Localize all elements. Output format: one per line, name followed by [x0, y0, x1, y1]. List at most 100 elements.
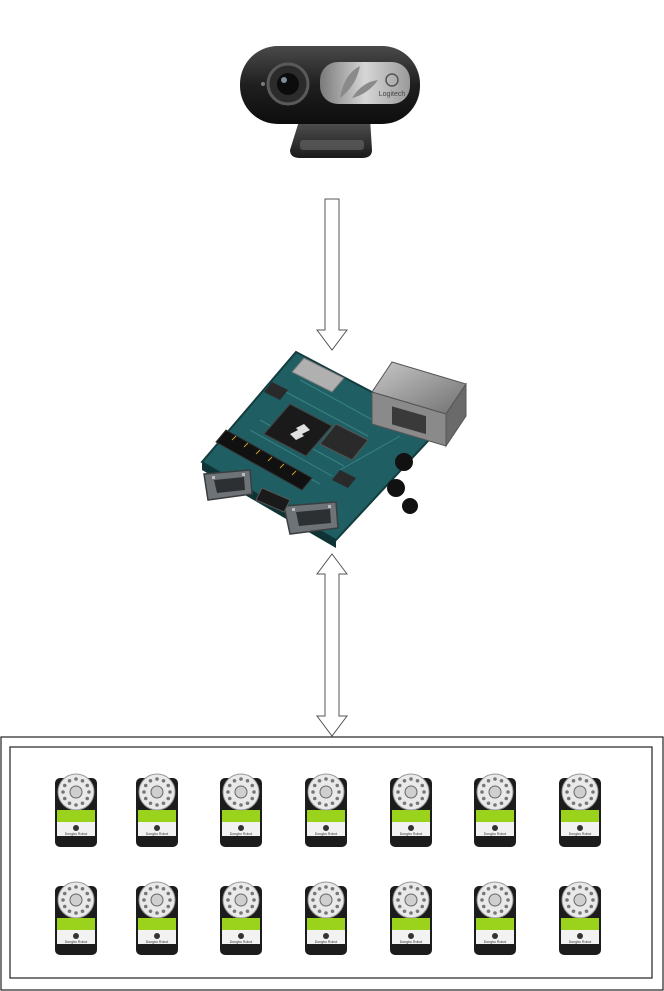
- servo-logo-icon: [238, 825, 244, 831]
- servo-horn-hub: [405, 786, 417, 798]
- servo-horn-hole: [403, 779, 407, 783]
- servo-horn-hole: [493, 803, 497, 807]
- servo-horn-hole: [311, 790, 315, 794]
- servo-horn-hole: [409, 803, 413, 807]
- servo-horn-hole: [246, 779, 250, 783]
- servo-horn-hole: [63, 797, 67, 801]
- servo-horn-hole: [239, 911, 243, 915]
- servo-horn-hole: [166, 797, 170, 801]
- servo-horn-hole: [85, 892, 89, 896]
- webcam-led: [261, 82, 265, 86]
- servo-label-text: Dongbu Robot: [484, 940, 507, 944]
- servo-horn-hole: [324, 777, 328, 781]
- webcam-stand-highlight: [300, 140, 364, 150]
- servo-motor: Dongbu Robot: [474, 882, 516, 955]
- servo-horn-hole: [482, 892, 486, 896]
- servo-horn-hole: [335, 892, 339, 896]
- servo-horn-hole: [504, 892, 508, 896]
- servo-horn-hole: [409, 885, 413, 889]
- servo-label-band: [307, 810, 345, 822]
- servo-horn-hole: [149, 909, 153, 913]
- servo-horn-hole: [500, 801, 504, 805]
- audio-jack: [402, 498, 418, 514]
- servo-horn-hole: [144, 892, 148, 896]
- servo-horn-hole: [226, 790, 230, 794]
- servo-horn-hole: [252, 898, 256, 902]
- servo-horn-hole: [493, 885, 497, 889]
- servo-horn-hole: [239, 777, 243, 781]
- servo-horn-hole: [318, 909, 322, 913]
- servo-logo-icon: [154, 933, 160, 939]
- servo-horn-hub: [574, 786, 586, 798]
- servo-motor: Dongbu Robot: [559, 774, 601, 847]
- servo-horn-hole: [226, 898, 230, 902]
- servo-label-band: [57, 810, 95, 822]
- servo-horn-hole: [403, 887, 407, 891]
- servo-horn-hole: [318, 801, 322, 805]
- servo-horn-hole: [487, 779, 491, 783]
- servo-horn-hole: [239, 803, 243, 807]
- servo-horn-hole: [85, 784, 89, 788]
- servo-label-band: [307, 918, 345, 930]
- servo-horn-hole: [63, 784, 67, 788]
- webcam-lens-glint: [281, 77, 287, 83]
- servo-horn-hole: [567, 784, 571, 788]
- servo-horn-hole: [396, 790, 400, 794]
- servo-horn-hole: [403, 909, 407, 913]
- servo-label-band: [138, 918, 176, 930]
- servo-label-text: Dongbu Robot: [569, 940, 592, 944]
- servo-horn-hole: [500, 887, 504, 891]
- servo-horn-hole: [155, 803, 159, 807]
- servo-horn-hole: [591, 898, 595, 902]
- servo-horn-hole: [162, 887, 166, 891]
- servo-horn-hole: [250, 784, 254, 788]
- servo-horn-hub: [320, 786, 332, 798]
- servo-horn-hole: [487, 909, 491, 913]
- servo-horn-hole: [313, 797, 317, 801]
- servo-horn-hole: [149, 801, 153, 805]
- servo-horn-hole: [233, 801, 237, 805]
- servo-horn-hole: [591, 790, 595, 794]
- servo-horn-hole: [233, 887, 237, 891]
- servo-horn-hole: [500, 779, 504, 783]
- servo-horn-hub: [405, 894, 417, 906]
- servo-horn-hole: [142, 790, 146, 794]
- servo-horn-hole: [85, 797, 89, 801]
- servo-horn-hole: [506, 898, 510, 902]
- servo-horn-hole: [144, 784, 148, 788]
- servo-horn-hole: [81, 887, 85, 891]
- servo-horn-hole: [81, 909, 85, 913]
- servo-horn-hole: [398, 797, 402, 801]
- servo-horn-hole: [482, 905, 486, 909]
- servo-horn-hole: [228, 892, 232, 896]
- servo-horn-hole: [250, 905, 254, 909]
- servo-horn-hole: [500, 909, 504, 913]
- webcam: Logitech: [240, 46, 420, 158]
- servo-horn-hole: [396, 898, 400, 902]
- arrow-webcam-to-board: [317, 199, 347, 350]
- servo-motor: Dongbu Robot: [55, 882, 97, 955]
- servo-horn-hole: [166, 892, 170, 896]
- servo-horn-hole: [567, 892, 571, 896]
- servo-horn-hole: [398, 905, 402, 909]
- servo-horn-hole: [81, 801, 85, 805]
- servo-label-text: Dongbu Robot: [230, 832, 253, 836]
- servo-horn-hole: [589, 784, 593, 788]
- servo-label-text: Dongbu Robot: [65, 832, 88, 836]
- servo-horn-hole: [578, 885, 582, 889]
- servo-motor: Dongbu Robot: [390, 882, 432, 955]
- servo-horn-hole: [565, 790, 569, 794]
- servo-label-band: [392, 810, 430, 822]
- servo-horn-hole: [81, 779, 85, 783]
- servo-horn-hole: [585, 779, 589, 783]
- servo-logo-icon: [577, 825, 583, 831]
- servo-horn-hole: [480, 790, 484, 794]
- servo-horn-hub: [70, 786, 82, 798]
- servo-horn-hole: [331, 909, 335, 913]
- servo-horn-hole: [337, 790, 341, 794]
- servo-horn-hole: [144, 905, 148, 909]
- servo-horn-hub: [235, 786, 247, 798]
- servo-horn-hole: [504, 905, 508, 909]
- servo-horn-hole: [487, 801, 491, 805]
- servo-horn-hole: [420, 892, 424, 896]
